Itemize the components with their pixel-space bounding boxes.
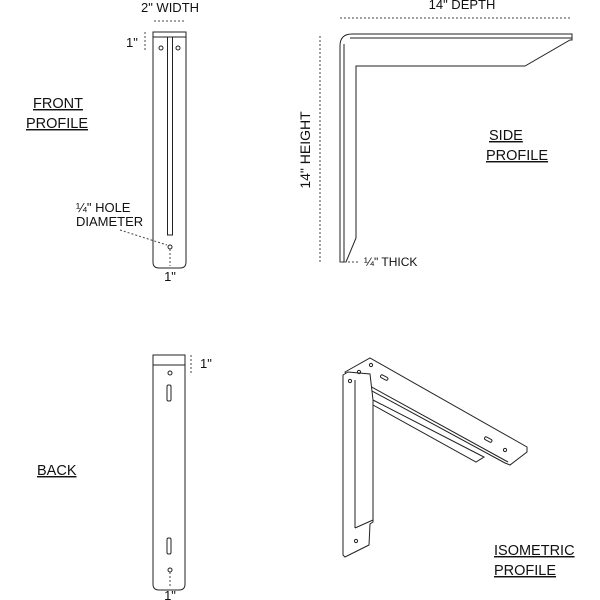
side-profile-view: 14" DEPTH 14" HEIGHT ¼" THICK SIDE PROFI… <box>297 0 573 269</box>
back-bottom-offset-label: 1" <box>164 588 176 600</box>
back-title: BACK <box>37 463 77 479</box>
thick-label: ¼" THICK <box>364 255 417 269</box>
front-bracket-plate <box>152 31 187 269</box>
front-center-web <box>167 36 173 236</box>
iso-leg-edge <box>354 519 374 529</box>
side-bracket-outline <box>339 33 573 263</box>
isometric-view: ISOMETRIC PROFILE <box>342 357 575 579</box>
front-hole-icon <box>175 45 181 51</box>
hole-label-line1: ¼" HOLE <box>76 200 131 215</box>
back-bracket-plate <box>152 354 186 591</box>
front-top-offset-label: 1" <box>126 35 138 50</box>
side-profile-title-line2: PROFILE <box>486 148 548 164</box>
height-label: 14" HEIGHT <box>297 111 313 189</box>
back-slot-icon <box>166 384 172 402</box>
back-hole-icon <box>167 370 173 376</box>
iso-top-plate <box>344 357 528 466</box>
iso-slot-icon <box>380 374 389 381</box>
side-profile-title-line1: SIDE <box>489 128 523 144</box>
front-profile-title-line2: PROFILE <box>26 116 88 132</box>
isometric-title-line1: ISOMETRIC <box>494 543 575 559</box>
iso-slot-icon <box>484 436 493 443</box>
hole-label-line2: DIAMETER <box>76 214 143 229</box>
front-profile-title-line1: FRONT <box>33 96 83 112</box>
back-view: 1" 1" BACK <box>37 354 212 600</box>
front-profile-view: 2" WIDTH 1" 1" ¼" HOLE DIAMETER FRONT PR… <box>26 0 199 284</box>
front-hole-icon <box>158 45 164 51</box>
back-slot-icon <box>166 537 172 555</box>
depth-label: 14" DEPTH <box>429 0 496 12</box>
width-label: 2" WIDTH <box>141 0 199 15</box>
iso-hole-icon <box>347 378 353 384</box>
iso-hole-icon <box>353 538 359 544</box>
iso-vertical-leg <box>342 371 374 558</box>
iso-hole-icon <box>502 447 508 453</box>
hole-leader-line <box>119 229 168 246</box>
iso-hole-icon <box>356 369 362 375</box>
iso-top-plate-edge <box>347 373 509 463</box>
isometric-title-line2: PROFILE <box>494 563 556 579</box>
front-bottom-offset-label: 1" <box>164 269 176 284</box>
iso-hole-icon <box>368 362 374 368</box>
back-top-offset-label: 1" <box>200 356 212 371</box>
